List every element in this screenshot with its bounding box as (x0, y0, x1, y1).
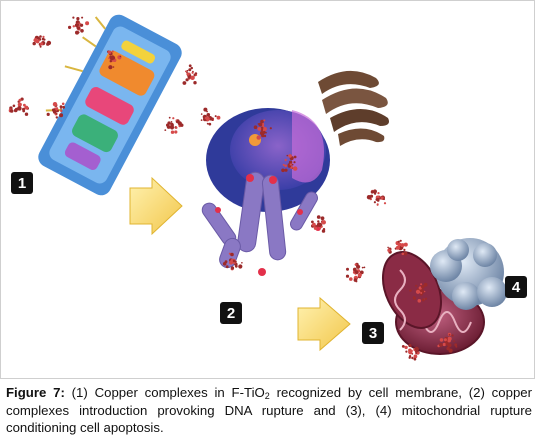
step-label-1: 1 (11, 172, 33, 194)
copper-complex-particle (46, 102, 65, 119)
process-arrow-1 (129, 176, 183, 236)
copper-complex-particle (281, 154, 298, 173)
step-label-3: 3 (362, 322, 384, 344)
copper-complex-particle (222, 252, 243, 271)
chromosomes (201, 171, 318, 269)
caption-text-part1: (1) Copper complexes in F-TiO (64, 385, 265, 400)
apoptotic-cell (430, 238, 507, 310)
copper-complex-particle (437, 332, 458, 353)
copper-complex-particle (387, 239, 408, 256)
copper-complex-particles (8, 16, 458, 361)
copper-complex-particle (68, 16, 90, 35)
copper-complex-particle (200, 107, 221, 126)
copper-complex-particle (32, 35, 52, 48)
cell-membrane (38, 14, 182, 196)
copper-complex-particle (409, 282, 428, 303)
figure-caption: Figure 7: (1) Copper complexes in F-TiO2… (6, 384, 532, 437)
copper-complex-particle (345, 262, 366, 283)
figure-illustration (8, 14, 507, 361)
golgi-apparatus (318, 70, 389, 146)
step-label-4: 4 (505, 276, 527, 298)
copper-complex-particle (8, 97, 29, 116)
caption-text-part2: recognized by cell membrane, (2) copper … (6, 385, 533, 435)
copper-complex-particle (401, 343, 420, 361)
copper-complex-particle (164, 116, 184, 134)
copper-complex-particle (366, 189, 387, 206)
step-label-2: 2 (220, 302, 242, 324)
copper-complex-particle (311, 215, 326, 233)
copper-complex-particle (182, 64, 198, 85)
copper-complex-particle (107, 50, 122, 70)
mitochondrion (381, 251, 485, 355)
copper-complex-particle (253, 119, 272, 140)
caption-label: Figure 7: (6, 385, 65, 400)
caption-subscript: 2 (264, 391, 270, 401)
process-arrow-2 (297, 296, 351, 352)
cell-nucleus (206, 108, 330, 212)
